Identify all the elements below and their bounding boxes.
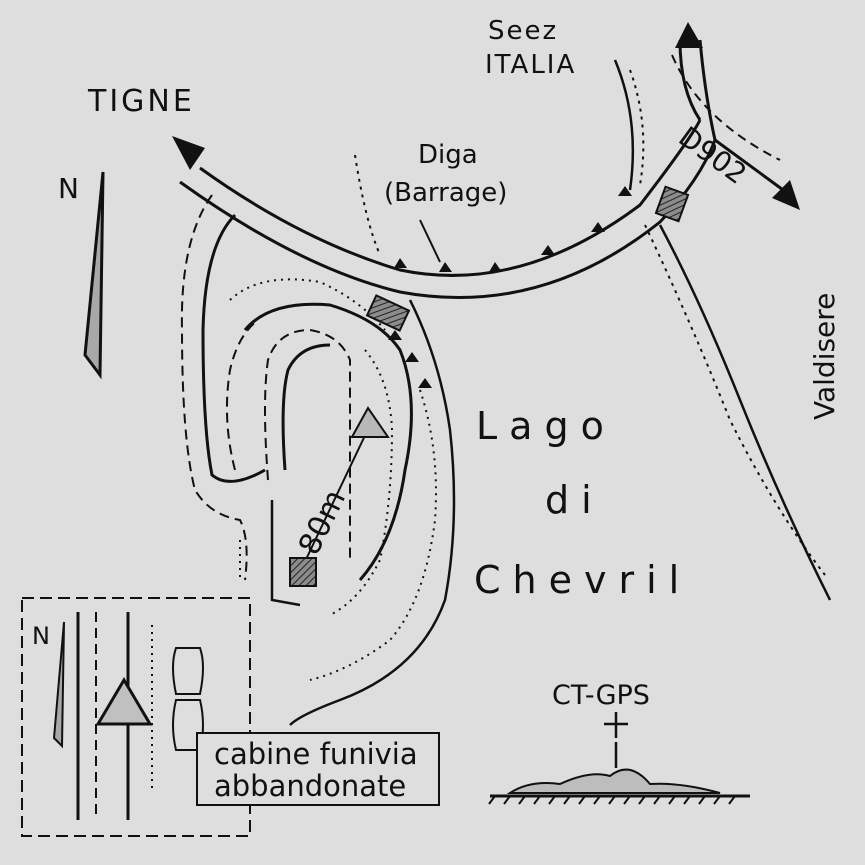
cross-marker-icon: [604, 712, 628, 768]
arrow-to-valdisere-icon: [772, 180, 800, 210]
hatched-square-dam-icon: [365, 294, 411, 332]
river-bank-left: [644, 224, 826, 576]
ground-hatch: [488, 795, 736, 805]
label-north-inset: N: [32, 622, 50, 650]
label-barrage: (Barrage): [384, 178, 508, 208]
left-cliff: [270, 500, 301, 607]
cabine-line2: abbandonate: [214, 769, 407, 803]
road-d902: [199, 119, 702, 277]
arrow-to-tigne-icon: [172, 136, 205, 170]
label-valdisere: Valdisere: [808, 292, 841, 420]
dashed-track-d902: [671, 54, 781, 161]
label-diga: Diga: [418, 140, 478, 170]
inset-triangle-icon: [95, 677, 153, 726]
hairpin-cliff-2: [329, 349, 394, 616]
diga-pointer: [419, 219, 441, 263]
hairpin-mid: [243, 302, 413, 581]
hairpin-cliff-3: [309, 389, 437, 681]
label-di: di: [545, 478, 604, 522]
label-tigne: TIGNE: [88, 84, 195, 119]
road-to-seez: [678, 39, 702, 121]
hatched-square-icon: [289, 557, 317, 587]
cabine-line1: cabine funivia: [214, 737, 418, 771]
road-to-seez-edge: [698, 39, 717, 141]
inset-box: [21, 597, 251, 837]
north-arrow-icon: [83, 171, 105, 380]
cabine-label-box: cabine funivia abbandonate: [196, 732, 440, 806]
label-ctgps: CT-GPS: [552, 680, 650, 711]
hairpin-mid-dash: [225, 319, 259, 471]
baseline-80m: [299, 424, 371, 573]
stream-diga: [354, 154, 381, 256]
hairpin-outer-solid: [201, 213, 266, 483]
label-chevril: Chevril: [474, 558, 692, 602]
dam-teeth: [388, 186, 632, 388]
stream-seez: [613, 59, 635, 191]
label-north: N: [58, 172, 79, 205]
ground-profile: [506, 768, 721, 794]
stream-seez-hatch: [629, 69, 645, 186]
hatched-square-river-icon: [654, 185, 690, 223]
lake-shore: [289, 299, 456, 726]
river-bank-right: [658, 224, 832, 601]
road-d902-edge: [179, 137, 791, 299]
hairpin-inner-solid: [281, 343, 331, 471]
label-italia: ITALIA: [485, 50, 577, 80]
arrow-to-seez-icon: [675, 22, 703, 48]
label-seez: Seez: [488, 16, 559, 46]
triangle-station-icon: [350, 406, 390, 438]
label-lago: Lago: [476, 404, 616, 448]
north-arrow-inset-icon: [52, 621, 65, 749]
